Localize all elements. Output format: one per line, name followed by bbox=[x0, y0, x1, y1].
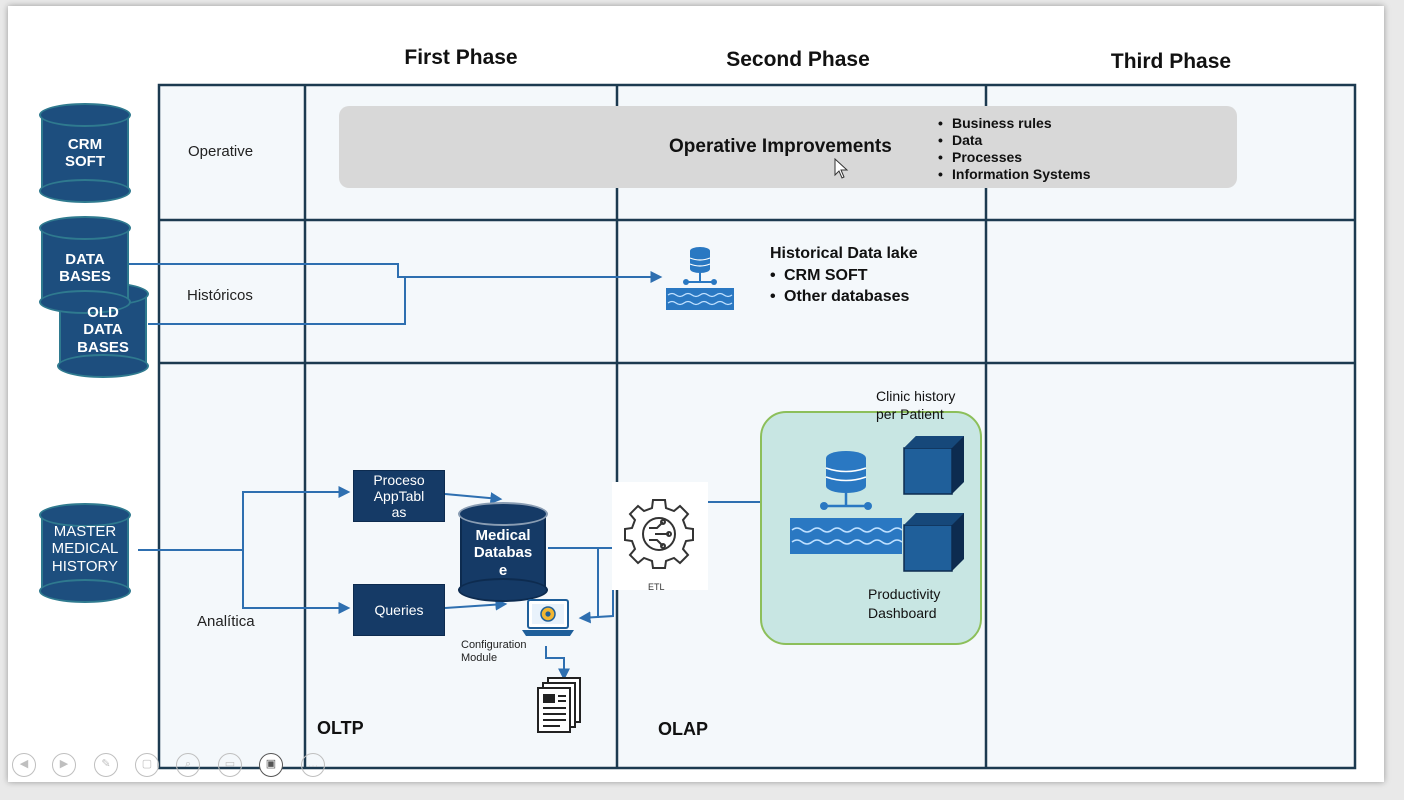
proceso-apptablas-box: Proceso AppTabl as bbox=[353, 470, 445, 522]
documents-icon bbox=[537, 677, 581, 733]
camera-button[interactable]: ▣ bbox=[259, 753, 283, 777]
proceso-line2: AppTabl bbox=[373, 488, 425, 505]
more-options-button[interactable]: … bbox=[301, 753, 325, 777]
oltp-label: OLTP bbox=[317, 718, 364, 738]
crm-line2: SOFT bbox=[65, 153, 105, 171]
master-line3: HISTORY bbox=[51, 557, 119, 575]
master-line2: MEDICAL bbox=[51, 540, 119, 558]
historical-data-lake-title: Historical Data lake bbox=[770, 245, 918, 262]
productivity-dashboard-label: Productivity Dashboard bbox=[868, 585, 940, 623]
old-line3: BASES bbox=[77, 338, 129, 356]
medical-line2: Databas bbox=[473, 544, 533, 562]
phase-first-header: First Phase bbox=[404, 46, 518, 69]
old-line2: DATA bbox=[83, 321, 123, 339]
historical-bullet-other: Other databases bbox=[770, 286, 909, 307]
slides-overview-button[interactable]: ▢ bbox=[135, 753, 159, 777]
laptop-gear-icon bbox=[522, 599, 574, 636]
proceso-line3: as bbox=[391, 504, 407, 521]
row-label-operative: Operative bbox=[188, 143, 254, 160]
historical-data-lake-list: CRM SOFT Other databases bbox=[770, 265, 909, 307]
zoom-button[interactable]: ⌕ bbox=[176, 753, 200, 777]
cursor-icon bbox=[834, 158, 849, 179]
master-line1: MASTER bbox=[53, 523, 117, 540]
prev-slide-button[interactable]: ◀ bbox=[12, 753, 36, 777]
phase-grid bbox=[157, 83, 1357, 770]
clinic-history-label: Clinic history per Patient bbox=[876, 387, 955, 423]
config-line2: Module bbox=[461, 652, 498, 664]
medical-line1: Medical bbox=[475, 527, 531, 544]
phase-second-header: Second Phase bbox=[726, 48, 870, 71]
etl-label: ETL bbox=[648, 582, 665, 592]
olap-label: OLAP bbox=[658, 719, 709, 739]
cube-icon bbox=[903, 436, 964, 495]
pen-tool-button[interactable]: ✎ bbox=[94, 753, 118, 777]
queries-label: Queries bbox=[374, 602, 424, 618]
queries-box: Queries bbox=[353, 584, 445, 636]
phase-third-header: Third Phase bbox=[1110, 50, 1232, 73]
next-slide-button[interactable]: ▶ bbox=[52, 753, 76, 777]
productivity-line1: Productivity bbox=[868, 586, 941, 602]
subtitles-button[interactable]: ▭ bbox=[218, 753, 242, 777]
row-label-analitica: Analítica bbox=[197, 613, 255, 630]
clinic-line2: per Patient bbox=[876, 406, 944, 422]
databases-line1: DATA bbox=[65, 251, 105, 268]
databases-line2: BASES bbox=[59, 268, 111, 286]
cube-icon-2 bbox=[903, 513, 964, 572]
clinic-line1: Clinic history bbox=[876, 388, 956, 404]
operative-improvements-title: Operative Improvements bbox=[669, 136, 892, 157]
config-line1: Configuration bbox=[461, 639, 527, 651]
bullet-information-systems: Information Systems bbox=[938, 166, 1090, 183]
olap-datalake-icon bbox=[790, 451, 903, 554]
old-line1: OLD bbox=[87, 304, 119, 321]
configuration-module-label: Configuration Module bbox=[461, 639, 526, 665]
crm-line1: CRM bbox=[67, 136, 103, 153]
connector-arrows bbox=[128, 263, 795, 681]
productivity-line2: Dashboard bbox=[868, 605, 937, 621]
etl-gear-icon bbox=[624, 499, 694, 569]
datalake-icon bbox=[664, 242, 736, 312]
bullet-business-rules: Business rules bbox=[938, 115, 1090, 132]
slide: First Phase Second Phase Third Phase Ope… bbox=[8, 6, 1384, 782]
bullet-processes: Processes bbox=[938, 149, 1090, 166]
operative-improvements-list: Business rules Data Processes Informatio… bbox=[938, 115, 1090, 183]
historical-bullet-crm: CRM SOFT bbox=[770, 265, 909, 286]
row-label-historicos: Históricos bbox=[187, 287, 253, 304]
proceso-line1: Proceso bbox=[373, 472, 425, 488]
medical-line3: e bbox=[498, 561, 508, 579]
bullet-data: Data bbox=[938, 132, 1090, 149]
